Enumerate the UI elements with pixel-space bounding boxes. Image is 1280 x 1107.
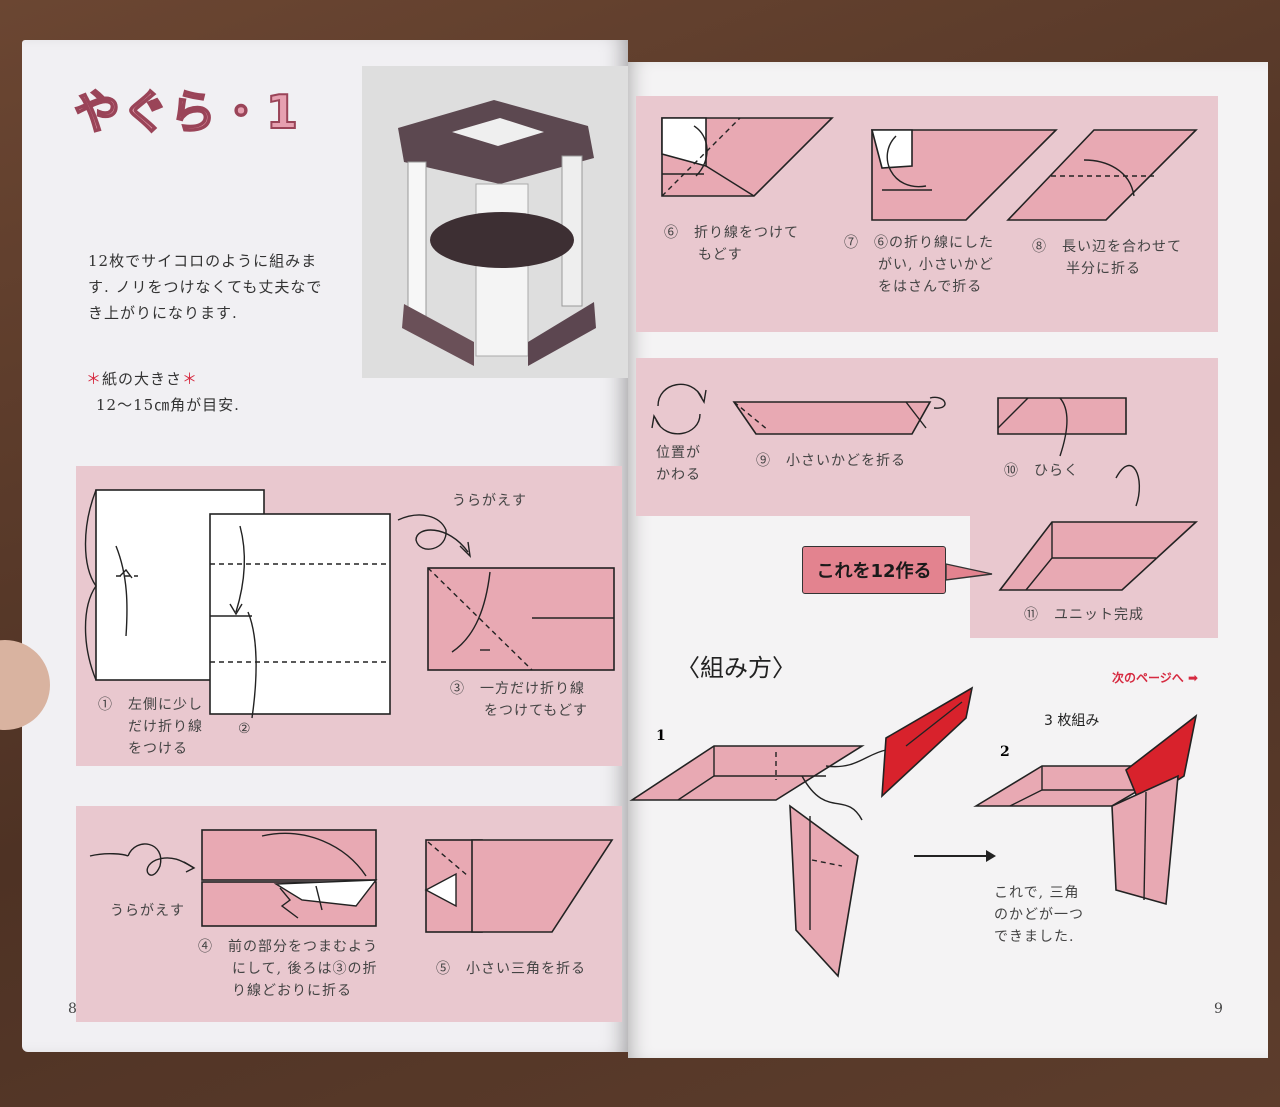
step-11-caption: ⑪ ユニット完成 (1024, 607, 1144, 623)
note-line-2: のかどが一つ (994, 907, 1084, 923)
step-1-line-1: ① 左側に少し (98, 697, 203, 713)
paper-size-label: 紙の大きさ (102, 370, 183, 388)
step-4-caption: ④ 前の部分をつまむよう にして, 後ろは③の折 り線どおりに折る (198, 936, 378, 1002)
step-6-line-2: もどす (698, 247, 743, 263)
star-icon: ＊ (86, 370, 103, 388)
step-5-caption: ⑤ 小さい三角を折る (436, 961, 586, 977)
step-7-caption: ⑦ ⑥の折り線にした がい, 小さいかど をはさんで折る (844, 232, 994, 298)
next-page-link[interactable]: 次のページへ ➡ (1112, 669, 1198, 686)
step-7-line-2: がい, 小さいかど (878, 257, 994, 273)
step-8-line-1: ⑧ 長い辺を合わせて (1032, 239, 1182, 255)
paper-size: ＊紙の大きさ＊ 12～15㎝角が目安. (86, 366, 240, 418)
steps-9-10-panel (636, 358, 1218, 516)
step-4-line-2: にして, 後ろは③の折 (232, 961, 378, 977)
step-1-caption: ① 左側に少し だけ折り線 をつける (98, 694, 203, 760)
step-3-caption: ③ 一方だけ折り線 をつけてもどす (450, 678, 588, 722)
intro-line-1: 12枚でサイコロのように組みま (88, 252, 318, 270)
assembly-diagrams (629, 686, 1198, 978)
step-1-line-2: だけ折り線 (128, 719, 203, 735)
step-3-line-1: ③ 一方だけ折り線 (450, 681, 585, 697)
step-4-line-3: り線どおりに折る (232, 983, 352, 999)
paper-size-value: 12～15㎝角が目安. (96, 396, 240, 414)
page-title: やぐら・1 (73, 84, 301, 140)
rotate-line-1: 位置が (656, 445, 701, 461)
flip-2-caption: うらがえす (110, 903, 185, 919)
step-9-caption: ⑨ 小さいかどを折る (756, 453, 906, 469)
note-line-1: これで, 三角 (994, 885, 1080, 901)
step-8-caption: ⑧ 長い辺を合わせて 半分に折る (1032, 236, 1182, 280)
rotate-caption: 位置が かわる (656, 442, 701, 486)
next-page-label: 次のページへ (1112, 671, 1184, 685)
steps-9-11-diagrams (651, 383, 1199, 591)
assembly-step-1: 1 (656, 728, 666, 744)
step-10-caption: ⑩ ひらく (1004, 463, 1079, 479)
assembly-heading: 〈組み方〉 (676, 654, 796, 682)
step-4-line-1: ④ 前の部分をつまむよう (198, 939, 378, 955)
step-1-line-3: をつける (128, 741, 188, 757)
steps-6-8-diagrams (661, 117, 1198, 221)
steps-4-5-diagrams (89, 829, 614, 933)
note-line-3: できました. (994, 929, 1075, 945)
step-2-caption: ② (238, 721, 252, 737)
assembly-step-2: 2 (1000, 744, 1010, 760)
make-twelve-callout: これを12作る (802, 546, 946, 594)
yagura-photo-drawing (398, 100, 596, 366)
photo-yagura (362, 66, 630, 378)
intro-line-3: き上がりになります. (88, 304, 238, 322)
right-page-number: 9 (1214, 1001, 1224, 1017)
step-6-line-1: ⑥ 折り線をつけて (664, 225, 799, 241)
step-8-line-2: 半分に折る (1066, 261, 1141, 277)
step-6-caption: ⑥ 折り線をつけて もどす (664, 222, 799, 266)
rotate-line-2: かわる (656, 467, 701, 483)
left-page-number: 8 (68, 1001, 78, 1017)
steps-1-3-diagrams (84, 489, 615, 719)
flip-1-caption: うらがえす (452, 493, 527, 509)
step-7-line-1: ⑦ ⑥の折り線にした (844, 235, 994, 251)
three-piece-label: 3 枚組み (1044, 713, 1100, 729)
star-icon: ＊ (182, 370, 199, 388)
intro-text: 12枚でサイコロのように組みま す. ノリをつけなくても丈夫なで き上がりになり… (88, 248, 322, 326)
step-3-line-2: をつけてもどす (484, 703, 589, 719)
arrow-right-icon: ➡ (1187, 671, 1199, 685)
intro-line-2: す. ノリをつけなくても丈夫なで (88, 278, 323, 296)
step-7-line-3: をはさんで折る (878, 279, 983, 295)
assembly-note: これで, 三角 のかどが一つ できました. (994, 882, 1084, 948)
